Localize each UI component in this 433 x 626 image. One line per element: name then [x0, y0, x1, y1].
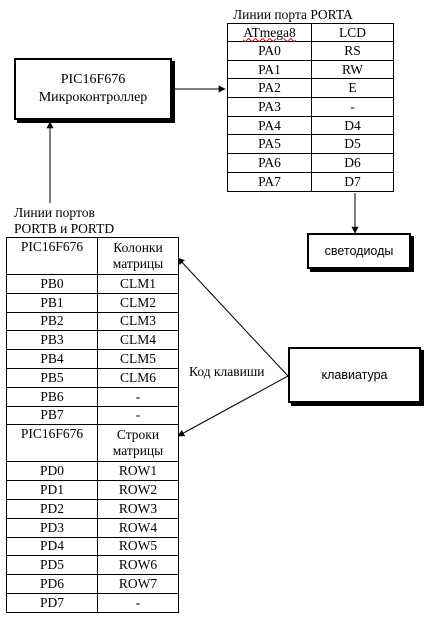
porta-pin-cell: PA2: [227, 78, 312, 99]
portb-pin-cell: PB2: [6, 311, 98, 332]
portd-matrix-cell: ROW2: [97, 480, 179, 500]
portb-matrix-cell: CLM1: [97, 274, 179, 294]
portb-pin-cell: PB6: [6, 386, 98, 407]
portb-row: PB6-: [6, 386, 179, 407]
portd-matrix-cell: ROW5: [97, 536, 179, 557]
mcu-caption: Микроконтроллер: [38, 90, 148, 105]
porta-pin-cell: PA1: [227, 59, 312, 80]
porta-pin-cell: PA3: [227, 97, 312, 117]
portb-header-matrix: Колонки матрицы: [97, 237, 179, 275]
porta-lcd-cell: -: [311, 97, 394, 117]
portb-matrix-cell: -: [97, 405, 179, 426]
portb-pin-cell: PB0: [6, 274, 98, 294]
portd-matrix-cell: ROW6: [97, 555, 179, 576]
portd-matrix-cell: ROW3: [97, 498, 179, 519]
portd-header-matrix: Строки матрицы: [97, 424, 179, 463]
portd-pin-cell: PD7: [6, 592, 98, 613]
portb-pin-cell: PB4: [6, 349, 98, 369]
porta-pin-cell: PA5: [227, 134, 312, 155]
porta-pin-cell: PA7: [227, 171, 312, 192]
portd-pin-cell: PD3: [6, 517, 98, 538]
porta-lcd-cell: RW: [311, 59, 394, 80]
portd-row: PD7-: [6, 592, 179, 613]
portb-matrix-cell: CLM5: [97, 349, 179, 369]
porta-lcd-cell: E: [311, 78, 394, 99]
key-code-label: Код клавиши: [189, 364, 265, 379]
portd-pin-cell: PD5: [6, 555, 98, 576]
portb-matrix-cell: CLM4: [97, 330, 179, 351]
mcu-model: PIC16F676: [60, 72, 126, 87]
porta-header-chip: ATmega8: [227, 23, 312, 42]
porta-pin-cell: PA4: [227, 115, 312, 136]
portb-pin-cell: PB7: [6, 405, 98, 426]
portd-pin-cell: PD1: [6, 480, 98, 500]
portd-matrix-cell: ROW7: [97, 574, 179, 594]
portb-pin-cell: PB1: [6, 292, 98, 313]
porta-lcd-cell: D5: [311, 134, 394, 155]
portb-matrix-cell: CLM2: [97, 292, 179, 313]
portd-header-chip: PIC16F676: [6, 424, 98, 463]
arrow-keyboard-to-columns: [177, 257, 289, 377]
portb-row: PB7-: [6, 405, 179, 426]
porta-pin-cell: PA0: [227, 41, 312, 61]
portd-pin-cell: PD2: [6, 498, 98, 519]
portb-matrix-cell: CLM3: [97, 311, 179, 332]
porta-lcd-cell: D4: [311, 115, 394, 136]
portb-header-chip: PIC16F676: [6, 237, 98, 275]
porta-caption: Линии порта PORTA: [233, 7, 353, 22]
keyboard-box: клавиатура: [288, 347, 421, 403]
portb-matrix-cell: -: [97, 386, 179, 407]
portd-pin-cell: PD4: [6, 536, 98, 557]
portd-matrix-cell: -: [97, 592, 179, 613]
porta-lcd-cell: RS: [311, 41, 394, 61]
portb-matrix-cell: CLM6: [97, 367, 179, 388]
ports-caption-line2: PORTB и PORTD: [14, 221, 115, 236]
arrow-keyboard-to-rows: [177, 375, 289, 437]
portd-pin-cell: PD6: [6, 574, 98, 594]
portd-matrix-cell: ROW4: [97, 517, 179, 538]
porta-header-lcd: LCD: [311, 23, 394, 42]
portb-pin-cell: PB5: [6, 367, 98, 388]
porta-lcd-cell: D7: [311, 171, 394, 192]
portd-matrix-cell: ROW1: [97, 461, 179, 482]
keyboard-label: клавиатура: [321, 368, 388, 382]
leds-box: светодиоды: [307, 233, 411, 269]
porta-row: PA3-: [227, 97, 394, 117]
mcu-box: PIC16F676 Микроконтроллер: [14, 58, 172, 120]
porta-lcd-cell: D6: [311, 153, 394, 173]
porta-pin-cell: PA6: [227, 153, 312, 173]
ports-caption-line1: Линии портов: [14, 205, 95, 220]
leds-label: светодиоды: [324, 244, 394, 258]
portd-pin-cell: PD0: [6, 461, 98, 482]
portb-pin-cell: PB3: [6, 330, 98, 351]
